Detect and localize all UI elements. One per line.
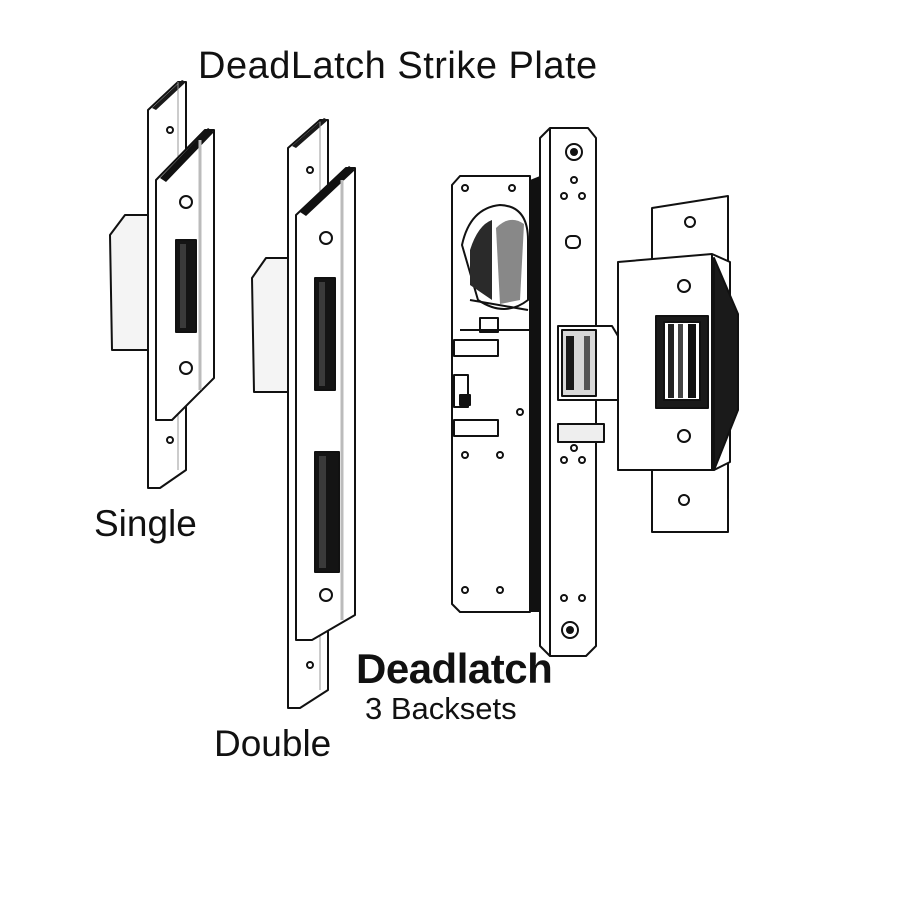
backsets-label: 3 Backsets xyxy=(365,691,517,726)
double-label: Double xyxy=(214,723,332,764)
deadlatch-lock-body-icon xyxy=(451,127,619,657)
deadlatch-label: Deadlatch xyxy=(356,645,553,692)
single-label: Single xyxy=(94,503,197,544)
single-strike-plate-icon xyxy=(109,80,215,489)
page-title: DeadLatch Strike Plate xyxy=(198,45,598,87)
latch-strike-icon xyxy=(617,195,739,533)
double-strike-plate-icon xyxy=(251,118,356,709)
